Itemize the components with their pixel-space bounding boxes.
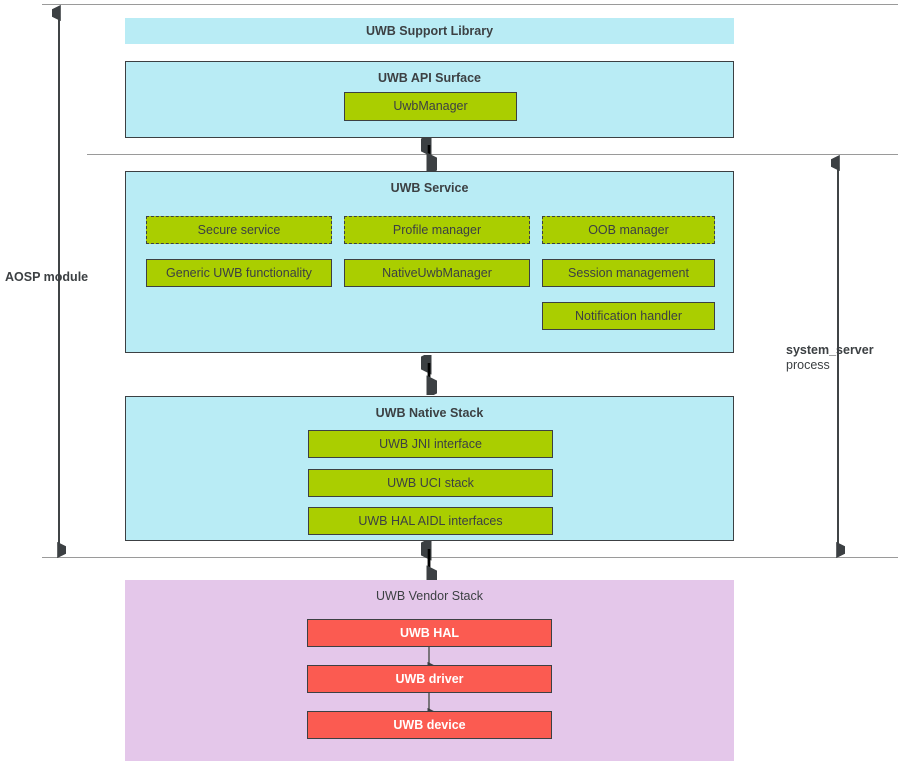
system-server-label-light: process: [786, 358, 830, 372]
aosp-module-label-strong: AOSP module: [5, 270, 89, 284]
node-uwb-manager[interactable]: UwbManager: [344, 92, 517, 121]
node-uwb-device[interactable]: UWB device: [307, 711, 552, 739]
aosp-module-label: AOSP module: [5, 270, 115, 285]
aosp-module-span-arrow: [52, 4, 66, 558]
node-session-management[interactable]: Session management: [542, 259, 715, 287]
node-profile-manager[interactable]: Profile manager: [344, 216, 530, 244]
connector-service-to-native-stack: [421, 355, 437, 395]
connector-native-stack-to-vendor-stack: [421, 541, 437, 585]
layer-uwb-api-surface: UWB API Surface UwbManager: [125, 61, 734, 138]
uwb-support-library-title: UWB Support Library: [365, 24, 494, 38]
uwb-api-surface-title: UWB API Surface: [377, 71, 482, 85]
uwb-native-stack-title: UWB Native Stack: [375, 406, 484, 420]
node-notification-handler[interactable]: Notification handler: [542, 302, 715, 330]
boundary-rule-api-service: [87, 154, 898, 155]
layer-uwb-vendor-stack: UWB Vendor Stack UWB HAL UWB driver UWB …: [125, 580, 734, 761]
node-uwb-jni-interface[interactable]: UWB JNI interface: [308, 430, 553, 458]
node-uwb-uci-stack[interactable]: UWB UCI stack: [308, 469, 553, 497]
system-server-label-strong: system_server: [786, 343, 874, 357]
node-oob-manager[interactable]: OOB manager: [542, 216, 715, 244]
node-secure-service[interactable]: Secure service: [146, 216, 332, 244]
system-server-span-arrow: [831, 154, 845, 558]
layer-uwb-service: UWB Service Secure service Profile manag…: [125, 171, 734, 353]
layer-uwb-native-stack: UWB Native Stack UWB JNI interface UWB U…: [125, 396, 734, 541]
node-uwb-driver[interactable]: UWB driver: [307, 665, 552, 693]
node-generic-uwb-functionality[interactable]: Generic UWB functionality: [146, 259, 332, 287]
node-uwb-hal[interactable]: UWB HAL: [307, 619, 552, 647]
system-server-label: system_server process: [786, 343, 898, 373]
uwb-service-title: UWB Service: [390, 181, 469, 195]
uwb-vendor-stack-title: UWB Vendor Stack: [376, 589, 483, 603]
layer-uwb-support-library: UWB Support Library: [125, 18, 734, 44]
boundary-rule-top: [42, 4, 898, 5]
connector-api-to-service: [421, 137, 437, 171]
boundary-rule-bottom: [42, 557, 898, 558]
node-native-uwb-manager[interactable]: NativeUwbManager: [344, 259, 530, 287]
node-uwb-hal-aidl-interfaces[interactable]: UWB HAL AIDL interfaces: [308, 507, 553, 535]
